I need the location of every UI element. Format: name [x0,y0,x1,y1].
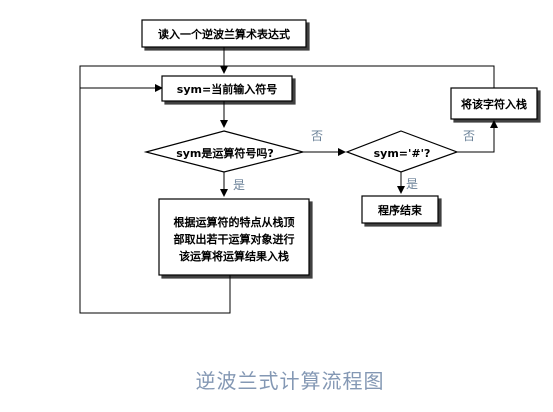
node-end-label: 程序结束 [378,203,423,217]
node-compute: 根据运算符的特点从栈顶 部取出若干运算对象进行 该运算将运算结果入栈 [158,198,310,276]
node-push: 将该字符入栈 [450,87,538,120]
branch-label-hash-no: 否 [463,129,475,143]
node-is-operator: sym是运算符号吗? [143,130,306,173]
loop-compute-back [79,88,231,314]
node-is-hash: sym='#'? [345,130,459,173]
node-end: 程序结束 [361,195,439,224]
node-start: 读入一个逆波兰算术表达式 [141,19,307,48]
node-push-label: 将该字符入栈 [461,97,527,111]
node-is-hash-label: sym='#'? [374,147,431,160]
node-compute-line-1: 根据运算符的特点从栈顶 [174,215,295,229]
node-compute-line-3: 该运算将运算结果入栈 [179,249,289,263]
node-compute-line-2: 部取出若干运算对象进行 [174,232,295,246]
diagram-caption: 逆波兰式计算流程图 [196,369,385,393]
node-read-symbol: sym=当前输入符号 [161,75,293,102]
node-start-label: 读入一个逆波兰算术表达式 [158,27,290,41]
connectors [79,47,498,314]
branch-label-operator-no: 否 [311,129,323,143]
node-read-symbol-label: sym=当前输入符号 [177,82,277,96]
loop-push-back [79,65,495,92]
arrow-hash-no [457,120,498,153]
branch-label-operator-yes: 是 [233,178,245,192]
node-is-operator-label: sym是运算符号吗? [176,146,274,160]
branch-label-hash-yes: 是 [406,177,418,191]
